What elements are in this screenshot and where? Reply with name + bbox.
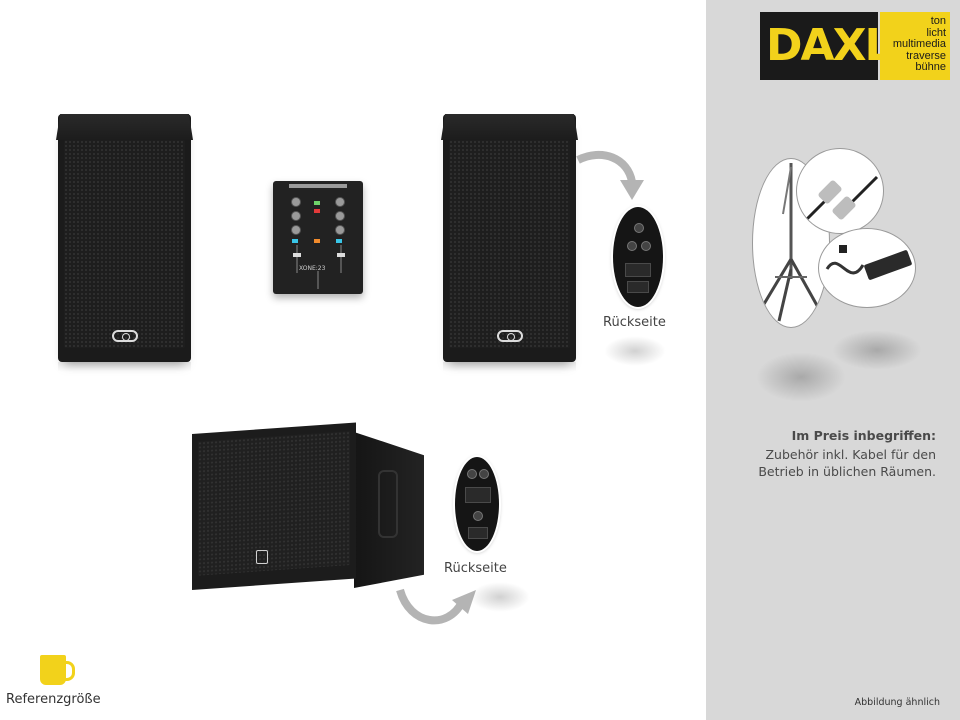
image-disclaimer: Abbildung ähnlich [854,697,940,708]
mixer-model-label: XONE:23 [299,265,326,272]
back-connector [641,241,651,251]
speaker-logo [496,330,523,342]
crossfader-track [317,271,319,289]
reference-label: Referenzgröße [6,692,101,707]
included-title: Im Preis inbegriffen: [791,428,936,443]
speaker-reflection [58,362,191,372]
mixer-fader [296,245,298,273]
back-connector [627,241,637,251]
speaker-logo [111,330,138,342]
speaker-right [441,114,578,362]
mixer-knob [291,197,301,207]
mixer-led [314,201,320,205]
speaker-reflection [443,362,576,372]
mixer-fader [340,245,342,273]
mixer-knob [291,211,301,221]
power-strip-image [818,228,916,308]
mixer-fader-cap [337,253,345,257]
curved-arrow-icon [576,151,644,200]
mixer-fader-cap [293,253,301,257]
subwoofer-back-image [455,457,499,551]
back-panel [627,281,649,293]
logo-yellow-block: ton licht multimedia traverse bühne [880,12,950,80]
logo-tagline-line: ton [930,15,946,27]
back-caption: Rückseite [444,561,507,576]
back-connector [634,223,644,233]
logo-wordmark: DAXL [766,20,893,71]
daxl-logo: DAXL ton licht multimedia traverse bühne [760,12,950,80]
included-description: Zubehör inkl. Kabel für den Betrieb in ü… [726,446,936,480]
logo-tagline-line: bühne [915,61,946,73]
subwoofer-grille [198,430,350,576]
subwoofer-image [192,420,424,592]
speaker-left [56,114,193,362]
logo-tagline-line: licht [926,26,946,39]
subwoofer-logo [256,550,268,564]
back-connector [473,511,483,521]
mixer-led [292,239,298,243]
logo-tagline: ton licht multimedia traverse bühne [892,15,946,74]
logo-tagline-line: multimedia [892,38,946,50]
speaker-grille [64,140,185,348]
mixer-led [314,239,320,243]
logo-tagline-line: traverse [906,49,946,62]
mixer-knob [335,197,345,207]
back-connector [467,469,477,479]
mixer-led [336,239,342,243]
mixer-knob [291,225,301,235]
back-connector [479,469,489,479]
included-line: Zubehör inkl. Kabel für den [765,447,936,462]
mixer-brand-plate [289,184,347,188]
reference-mug-icon [40,655,75,685]
speaker-top [56,114,193,140]
back-panel [468,527,488,539]
included-line: Betrieb in üblichen Räumen. [758,464,936,479]
info-sidebar [706,0,960,720]
speaker-back-image [613,207,663,307]
back-panel [625,263,651,277]
dj-mixer-image: XONE:23 [273,181,363,294]
sub-arrow-shadow [470,582,530,612]
back-caption: Rückseite [603,315,666,330]
curved-arrow-icon [396,588,476,625]
logo-black-block: DAXL [760,12,893,80]
accessory-shadow [832,330,922,370]
subwoofer-side [354,431,424,588]
speaker-top [441,114,578,140]
speaker-grille [449,140,570,348]
subwoofer-front [192,422,356,590]
subwoofer-handle [378,470,398,538]
stand-shadow [756,352,846,402]
back-view-shadow [604,336,666,366]
mixer-knob [335,225,345,235]
xlr-cable-image [796,148,884,234]
back-panel [465,487,491,503]
mixer-knob [335,211,345,221]
mixer-led [314,209,320,213]
